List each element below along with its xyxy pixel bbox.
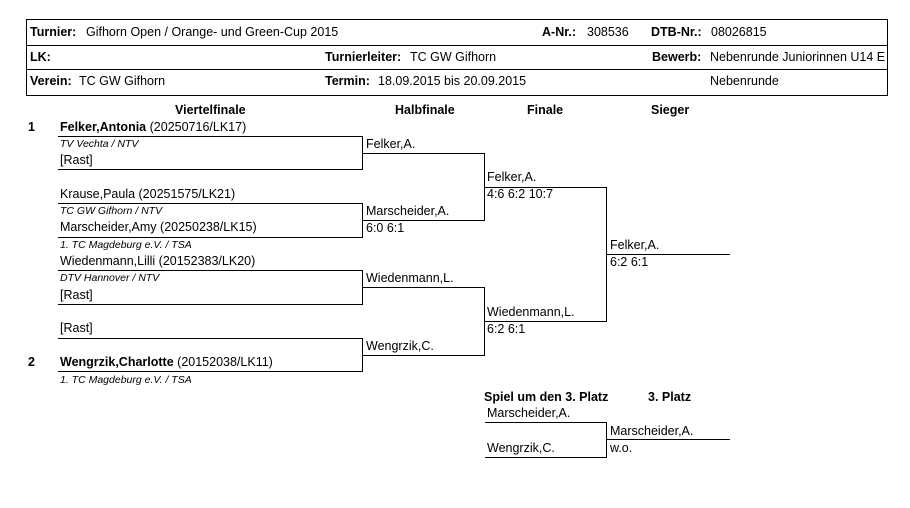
rast-1: [Rast]	[60, 153, 93, 167]
hf2-join	[484, 287, 485, 356]
col-sieger: Sieger	[651, 103, 690, 117]
final-top-line	[485, 187, 607, 188]
winner-name: Felker,A.	[610, 238, 660, 252]
verein-label: Verein:	[30, 74, 72, 88]
qf2-bottom-line	[58, 237, 363, 238]
qf3-bottom-line	[58, 304, 363, 305]
winner-score: 6:2 6:1	[610, 255, 649, 269]
player-3: Marscheider,Amy (20250238/LK15)	[60, 220, 257, 234]
lk-label: LK:	[30, 50, 51, 64]
termin-label: Termin:	[325, 74, 370, 88]
qf4-top-line	[58, 338, 363, 339]
turnierleiter-label: Turnierleiter:	[325, 50, 402, 64]
qf4-join	[362, 338, 363, 372]
player-5: Wengrzik,Charlotte (20152038/LK11)	[60, 355, 273, 369]
turnier-label: Turnier:	[30, 25, 77, 39]
turnier-value: Gifhorn Open / Orange- und Green-Cup 201…	[86, 25, 339, 39]
player-3-club: 1. TC Magdeburg e.V. / TSA	[60, 239, 192, 251]
third-winner-line	[607, 439, 730, 440]
hf2-top-line	[363, 287, 485, 288]
anr-value: 308536	[587, 25, 629, 39]
hf-player-3: Wiedenmann,L.	[366, 271, 454, 285]
bewerb-value: Nebenrunde Juniorinnen U14 E	[710, 50, 886, 64]
hf1-top-line	[363, 153, 485, 154]
hf-score-2: 6:0 6:1	[366, 221, 405, 235]
player-1-club: TV Vechta / NTV	[60, 138, 139, 150]
hf-player-2: Marscheider,A.	[366, 204, 450, 218]
qf2-top-line	[58, 203, 363, 204]
header-row-2: LK: Turnierleiter: TC GW Gifhorn Bewerb:…	[27, 45, 887, 70]
rast-2: [Rast]	[60, 288, 93, 302]
player-4-club: DTV Hannover / NTV	[60, 272, 160, 284]
third-place-player-2: Wengrzik,C.	[487, 441, 555, 455]
player-5-club: 1. TC Magdeburg e.V. / TSA	[60, 374, 192, 386]
dtb-value: 08026815	[711, 25, 767, 39]
hf-player-4: Wengrzik,C.	[366, 339, 434, 353]
third-top-line	[485, 422, 607, 423]
final-join	[606, 187, 607, 322]
bewerb-label: Bewerb:	[652, 50, 702, 64]
winner-line	[607, 254, 730, 255]
qf2-join	[362, 203, 363, 238]
player-1-id: (20250716/LK17)	[149, 120, 247, 134]
final-score-2: 6:2 6:1	[487, 322, 526, 336]
hf-player-1: Felker,A.	[366, 137, 416, 151]
header-row-3: Verein: TC GW Gifhorn Termin: 18.09.2015…	[27, 69, 887, 94]
rast-3: [Rast]	[60, 321, 93, 335]
qf1-bottom-line	[58, 169, 363, 170]
player-4: Wiedenmann,Lilli (20152383/LK20)	[60, 254, 256, 268]
third-place-player-1: Marscheider,A.	[487, 406, 571, 420]
player-5-name: Wengrzik,Charlotte	[60, 355, 174, 369]
hf2-bottom-line	[363, 355, 485, 356]
qf1-top-line	[58, 136, 363, 137]
verein-value: TC GW Gifhorn	[79, 74, 166, 88]
hf1-bottom-line	[363, 220, 485, 221]
runde-value: Nebenrunde	[710, 74, 779, 88]
termin-value: 18.09.2015 bis 20.09.2015	[378, 74, 527, 88]
third-place-label: 3. Platz	[648, 390, 692, 404]
qf3-top-line	[58, 270, 363, 271]
final-player-2: Wiedenmann,L.	[487, 305, 575, 319]
qf1-join	[362, 136, 363, 170]
player-2-club: TC GW Gifhorn / NTV	[60, 205, 163, 217]
player-1-name: Felker,Antonia	[60, 120, 147, 134]
third-place-match-label: Spiel um den 3. Platz	[484, 390, 609, 404]
hf1-join	[484, 153, 485, 221]
third-join	[606, 422, 607, 458]
player-2: Krause,Paula (20251575/LK21)	[60, 187, 236, 201]
final-score-1: 4:6 6:2 10:7	[487, 187, 554, 201]
third-bottom-line	[485, 457, 607, 458]
final-player-1: Felker,A.	[487, 170, 537, 184]
player-1: Felker,Antonia (20250716/LK17)	[60, 120, 246, 134]
third-place-result: w.o.	[610, 441, 633, 455]
player-5-id: (20152038/LK11)	[177, 355, 273, 369]
final-bottom-line	[485, 321, 607, 322]
col-finale: Finale	[527, 103, 564, 117]
qf3-join	[362, 270, 363, 305]
dtb-label: DTB-Nr.:	[651, 25, 702, 39]
turnierleiter-value: TC GW Gifhorn	[410, 50, 497, 64]
seed-2: 2	[28, 355, 35, 369]
col-halbfinale: Halbfinale	[395, 103, 455, 117]
header-row-1: Turnier: Gifhorn Open / Orange- und Gree…	[27, 20, 887, 46]
third-place-winner: Marscheider,A.	[610, 424, 694, 438]
seed-1: 1	[28, 120, 35, 134]
qf4-bottom-line	[58, 371, 363, 372]
tournament-header: Turnier: Gifhorn Open / Orange- und Gree…	[26, 19, 888, 96]
col-viertelfinale: Viertelfinale	[175, 103, 246, 117]
anr-label: A-Nr.:	[542, 25, 577, 39]
